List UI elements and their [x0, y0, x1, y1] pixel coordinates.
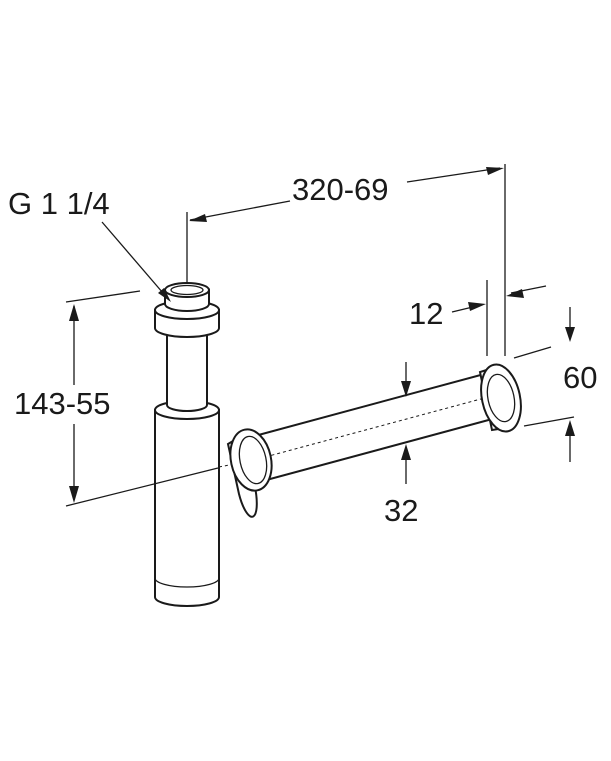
dim-flange-diameter [513, 307, 575, 462]
dim-pipe-diameter [401, 362, 411, 484]
dim-flange-depth-label: 12 [409, 296, 443, 331]
dim-thread-leader [101, 221, 171, 302]
dim-thread-label: G 1 1/4 [8, 186, 110, 221]
dim-height [65, 290, 219, 507]
pipe-nut [226, 428, 273, 518]
dim-flange-depth [451, 280, 547, 356]
dim-flange-diameter-label: 60 [563, 360, 597, 395]
dim-pipe-diameter-label: 32 [384, 493, 418, 528]
wall-flange [478, 363, 522, 433]
trap-body [154, 282, 220, 607]
dim-horizontal-length-label: 320-69 [292, 172, 389, 207]
dim-height-label: 143-55 [14, 386, 111, 421]
dim-horizontal-length [186, 164, 506, 356]
